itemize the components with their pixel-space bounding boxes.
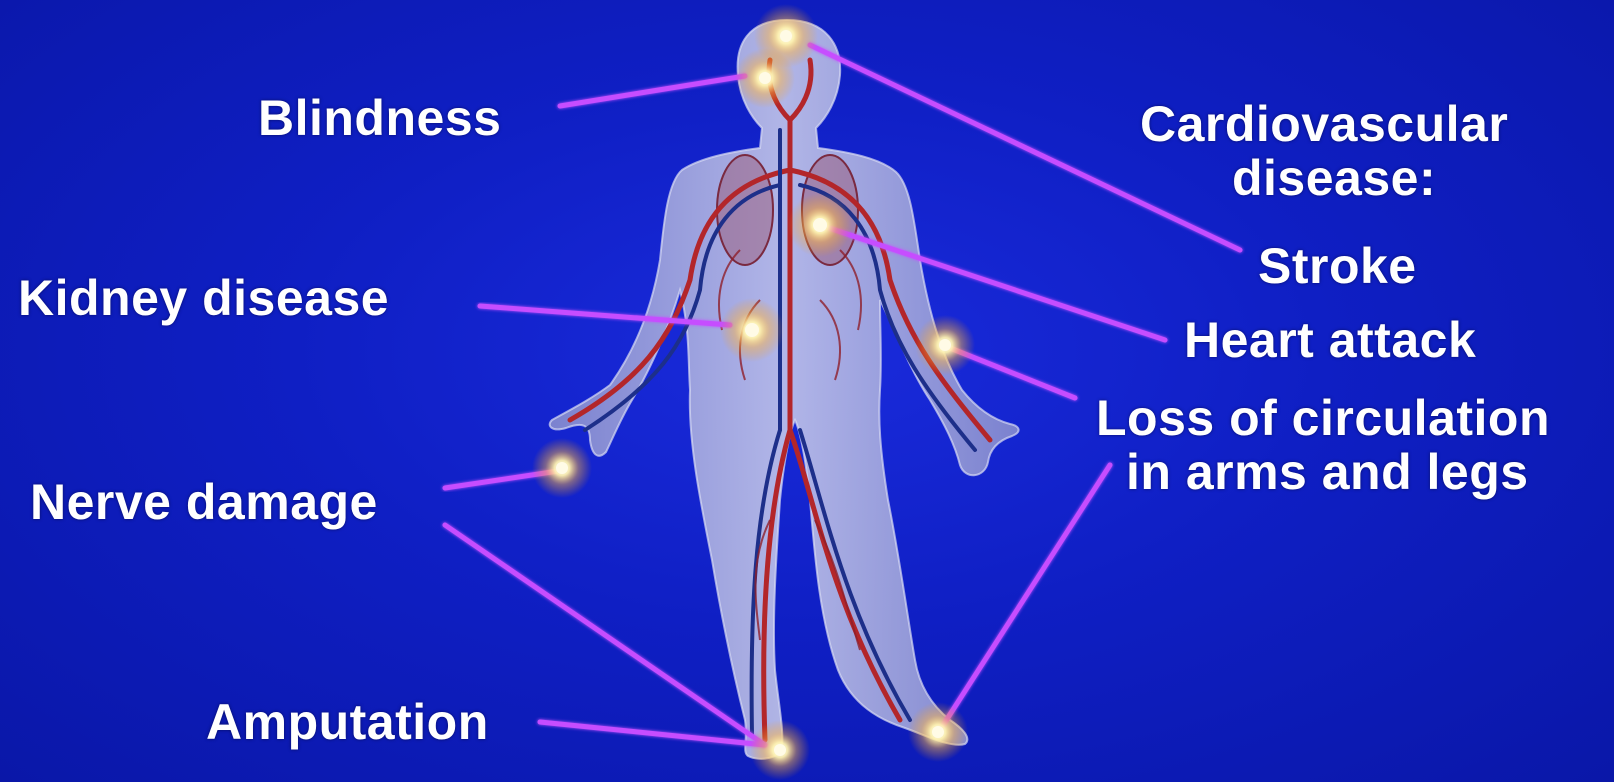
glowing-hotspot-icon [915,315,975,375]
glowing-hotspot-icon [532,438,592,498]
glowing-hotspot-icon [720,298,784,362]
left-lung [717,155,773,265]
connector-amputation [540,722,765,745]
label-stroke: Stroke [1258,238,1417,294]
glowing-hotspot-icon [735,48,795,108]
label-blindness: Blindness [258,90,501,146]
connector-leg-circulation [940,465,1110,730]
label-arms-and-legs: in arms and legs [1126,444,1529,500]
label-loss-of-circulation: Loss of circulation [1096,390,1550,446]
connector-blindness [560,76,745,106]
label-cardiovascular: Cardiovascular [1140,96,1508,152]
veins [585,130,975,735]
glowing-hotspot-icon [788,193,852,257]
label-kidney-disease: Kidney disease [18,270,389,326]
label-disease: disease: [1232,150,1436,206]
glowing-hotspot-icon [908,702,968,762]
label-amputation: Amputation [206,694,489,750]
label-heart-attack: Heart attack [1184,312,1476,368]
label-nerve-damage: Nerve damage [30,474,378,530]
glowing-hotspot-icon [750,720,810,780]
